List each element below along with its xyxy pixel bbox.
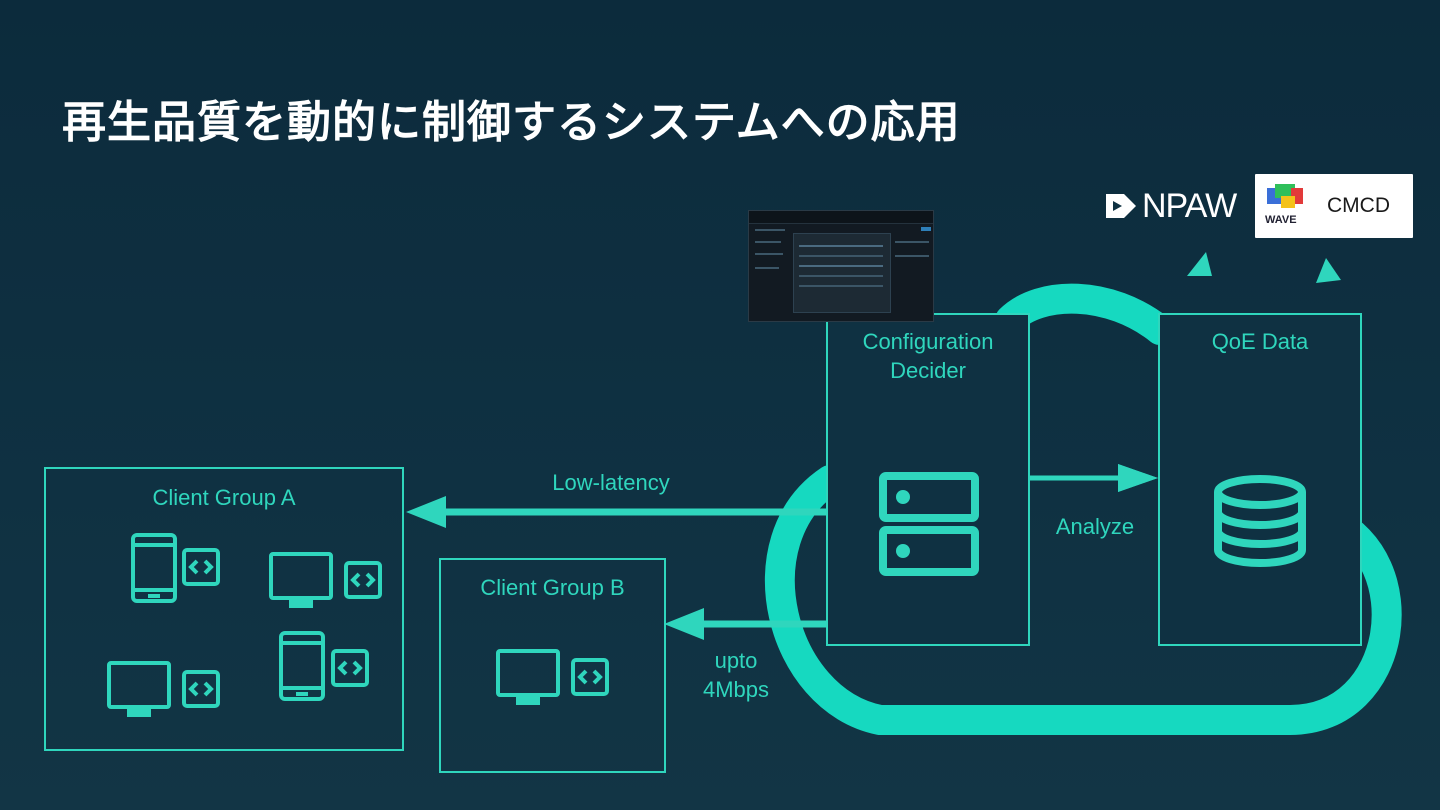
upto-label: upto 4Mbps — [702, 648, 770, 702]
player-icon — [331, 649, 369, 687]
monitor-icon — [269, 552, 333, 608]
phone-icon — [131, 533, 177, 603]
client-group-a-box — [44, 467, 404, 751]
monitor-icon — [107, 661, 171, 717]
slide-title: 再生品質を動的に制御するシステムへの応用 — [62, 97, 961, 148]
cmcd-logo-card: WAVE CMCD — [1255, 174, 1413, 238]
qoe-data-label: QoE Data — [1211, 329, 1309, 354]
npaw-wordmark: NPAW — [1142, 186, 1237, 225]
client-group-a-label: Client Group A — [152, 485, 296, 510]
arrow-upto — [664, 608, 828, 640]
monitor-icon — [496, 649, 560, 705]
wave-wordmark: WAVE — [1265, 214, 1297, 226]
low-latency-label: Low-latency — [552, 470, 670, 495]
player-icon — [182, 670, 220, 708]
client-group-b-box — [439, 558, 666, 773]
player-icon — [344, 561, 382, 599]
cloud-shape — [764, 283, 1402, 735]
npaw-logo: NPAW — [1104, 186, 1237, 226]
qoe-data-box — [1158, 313, 1362, 646]
player-icon — [571, 658, 609, 696]
arrow-low-latency — [406, 496, 828, 528]
npaw-mark-icon — [1106, 194, 1136, 218]
cmcd-label: CMCD — [1327, 194, 1390, 217]
arrow-analyze — [1030, 464, 1158, 492]
wave-logo-icon — [1267, 184, 1303, 208]
player-icon — [182, 548, 220, 586]
arrow-up-npaw-icon — [1187, 252, 1212, 276]
phone-icon — [279, 631, 325, 701]
analyze-label: Analyze — [1055, 514, 1135, 539]
config-decider-label: Configuration Decider — [862, 329, 994, 383]
console-screenshot — [748, 210, 934, 322]
arrow-up-cmcd-icon — [1316, 258, 1341, 283]
client-group-b-label: Client Group B — [480, 575, 625, 600]
